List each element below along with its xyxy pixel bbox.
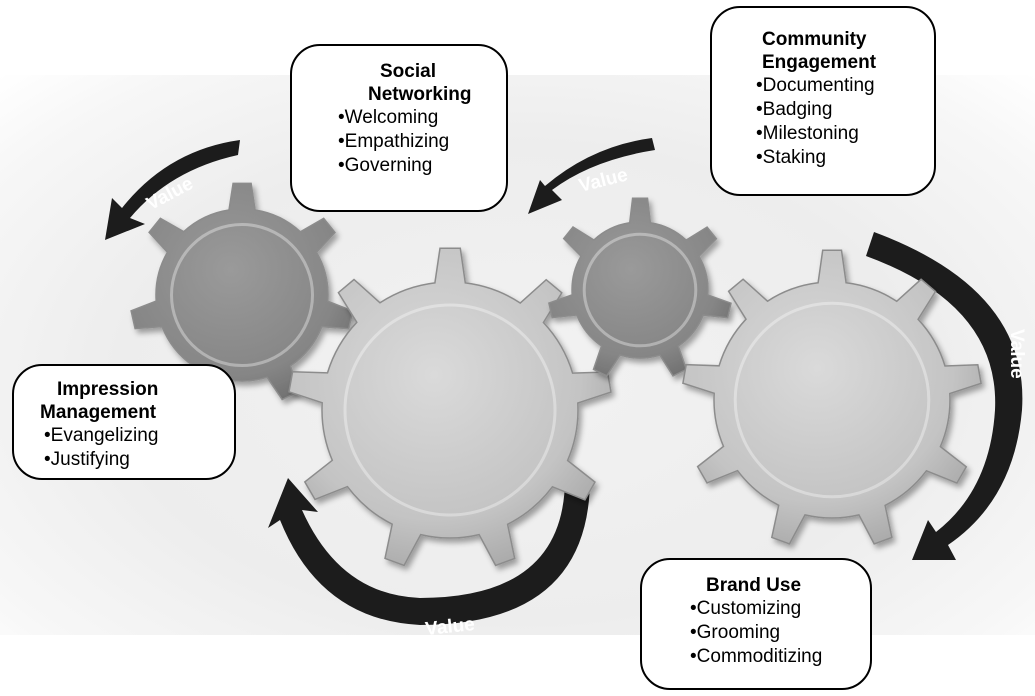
small-gear-left (130, 182, 354, 401)
list-item: Badging (756, 98, 934, 122)
list-item: Empathizing (338, 130, 506, 154)
impression-management-title: Impression Management (40, 378, 234, 424)
brand-use-list: Customizing Grooming Commoditizing (690, 597, 870, 669)
community-engagement-title-line-1: Community (762, 29, 867, 50)
list-item: Evangelizing (44, 424, 234, 448)
list-item: Staking (756, 146, 934, 170)
value-arrows (105, 138, 1023, 625)
impression-management-title-line-1: Impression (57, 379, 159, 400)
social-networking-title-line-1: Social (380, 61, 436, 82)
brand-use-title-line-1: Brand Use (706, 575, 802, 596)
community-engagement-list: Documenting Badging Milestoning Staking (756, 74, 934, 170)
large-gear-center (288, 247, 612, 567)
value-arrow-bottom (268, 478, 590, 625)
list-item: Grooming (690, 621, 870, 645)
impression-management-list: Evangelizing Justifying (40, 424, 234, 472)
large-gear-center-body (288, 247, 612, 567)
community-engagement-box: Community Engagement Documenting Badging… (710, 6, 936, 196)
brand-use-box: Brand Use Customizing Grooming Commoditi… (640, 558, 872, 690)
list-item: Governing (338, 154, 506, 178)
small-gear-middle-body (548, 197, 732, 377)
value-arrow-middle (528, 138, 655, 214)
small-gear-left-body (130, 182, 354, 401)
list-item: Justifying (44, 448, 234, 472)
list-item: Customizing (690, 597, 870, 621)
value-label-bottom: Value (424, 614, 476, 640)
value-label-right: Value (1006, 329, 1027, 379)
list-item: Welcoming (338, 106, 506, 130)
impression-management-box: Impression Management Evangelizing Justi… (12, 364, 236, 480)
impression-management-title-line-2: Management (40, 402, 157, 423)
small-gear-middle-rim (582, 232, 698, 348)
small-gear-middle (548, 197, 732, 377)
community-engagement-title-line-2: Engagement (762, 52, 877, 73)
value-arrow-left (105, 140, 240, 240)
large-gear-right-rim (733, 301, 931, 499)
large-gear-right-body (682, 249, 982, 545)
social-networking-title: Social Networking (338, 60, 506, 106)
small-gear-left-rim (170, 223, 314, 367)
list-item: Milestoning (756, 122, 934, 146)
social-networking-box: Social Networking Welcoming Empathizing … (290, 44, 508, 212)
large-gear-center-rim (343, 303, 557, 517)
large-gear-right (682, 249, 982, 545)
community-engagement-title: Community Engagement (756, 28, 934, 74)
social-networking-list: Welcoming Empathizing Governing (338, 106, 506, 178)
brand-use-title: Brand Use (690, 574, 870, 597)
list-item: Commoditizing (690, 645, 870, 669)
list-item: Documenting (756, 74, 934, 98)
value-arrow-right (866, 232, 1023, 560)
social-networking-title-line-2: Networking (368, 84, 472, 105)
